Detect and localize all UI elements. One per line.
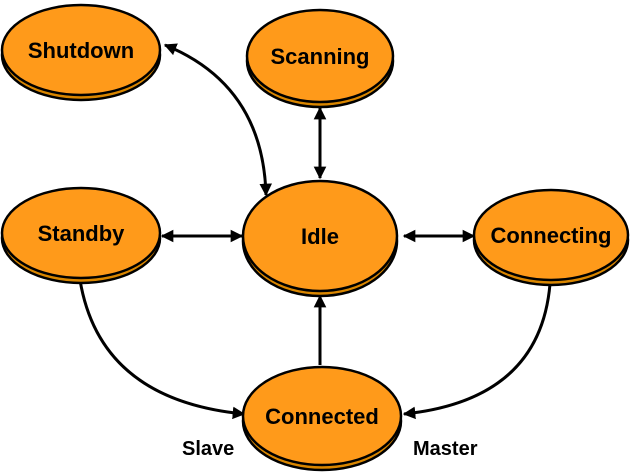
state-node-connecting: Connecting — [472, 188, 630, 287]
state-node-shutdown: Shutdown — [0, 3, 162, 102]
state-label-idle: Idle — [301, 224, 339, 249]
edge-standby-connected — [78, 279, 246, 420]
state-label-connected: Connected — [265, 404, 379, 429]
state-label-standby: Standby — [38, 221, 126, 246]
edge-label-master: Master — [413, 438, 478, 460]
state-node-scanning: Scanning — [245, 8, 395, 109]
state-node-standby: Standby — [0, 186, 162, 285]
edge-label-slave: Slave — [182, 438, 234, 460]
edge-connecting-connected — [402, 283, 552, 420]
state-label-scanning: Scanning — [270, 44, 369, 69]
state-node-idle: Idle — [241, 179, 399, 298]
edge-shutdown-idle — [163, 43, 272, 197]
state-node-connected: Connected — [241, 365, 403, 472]
state-label-shutdown: Shutdown — [28, 38, 134, 63]
state-label-connecting: Connecting — [491, 223, 612, 248]
